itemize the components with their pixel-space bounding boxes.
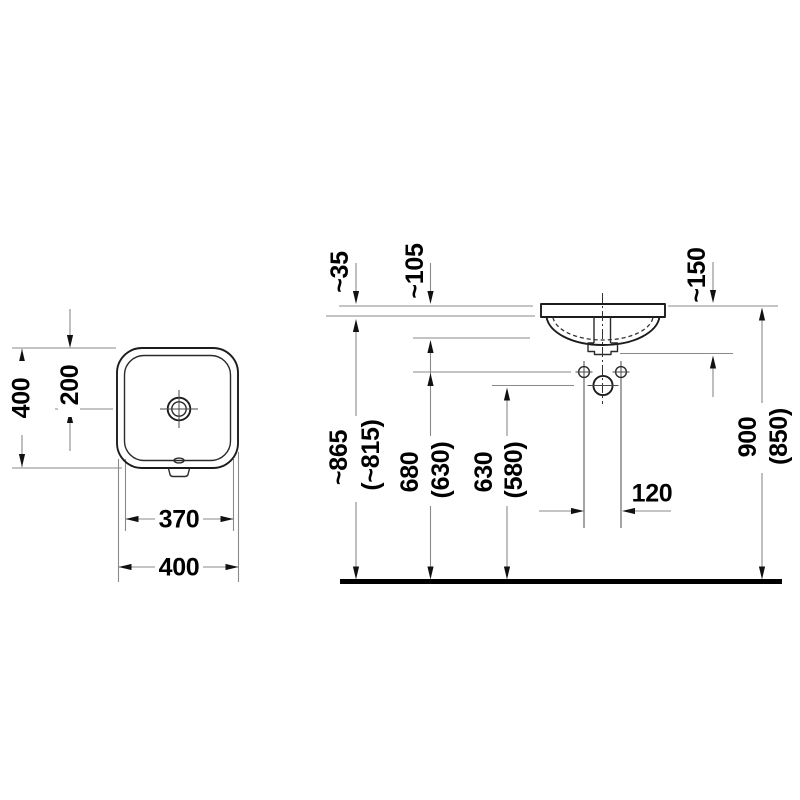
top-view: 400 200 370 400: [7, 309, 240, 582]
overflow-slot: [173, 457, 185, 464]
arrowhead: [352, 319, 360, 332]
dim-label-fixing-height: 680: [396, 452, 424, 493]
arrowhead: [225, 563, 239, 571]
dim-label-fixing-spacing: 120: [632, 479, 673, 507]
arrowhead: [427, 291, 434, 304]
arrowhead: [18, 454, 26, 467]
bowl-outline: [545, 316, 661, 346]
arrowhead: [709, 290, 717, 303]
drain-tailpiece: [593, 317, 612, 343]
dim-label-fixing-height-alt: (630): [427, 442, 455, 499]
dim-label-waste-height-alt: (580): [500, 442, 528, 499]
front-view: ~35 ~105 ~150 ~865 (~815) 680 (630) 630 …: [324, 243, 793, 584]
drain-crosshair: [160, 390, 198, 428]
arrowhead: [352, 291, 360, 304]
arrowhead: [220, 515, 234, 523]
arrowhead: [503, 387, 511, 401]
basin-inner-contour: [123, 354, 232, 462]
extension-line: [117, 452, 240, 582]
overflow-tab: [167, 468, 191, 478]
dim-label-counter-height-alt: (~815): [357, 419, 385, 490]
label-mask: [155, 553, 203, 580]
label-mask: [470, 436, 528, 506]
arrowhead: [758, 307, 766, 321]
label-mask: [324, 416, 387, 502]
label-mask: [396, 436, 454, 506]
basin-outer-contour: [116, 347, 239, 469]
arrowhead: [427, 373, 434, 386]
dim-label-basin-depth: ~105: [401, 243, 429, 299]
label-mask: [58, 353, 80, 417]
arrowhead: [427, 566, 434, 580]
fixing-hole-extension-lines: [583, 361, 622, 528]
dim-label-overall-depth: 400: [7, 378, 35, 419]
dim-label-outlet-drop: ~150: [683, 247, 711, 302]
arrowhead: [709, 355, 717, 369]
dim-label-rim-height: 900: [734, 417, 762, 458]
dim-label-waste-height: 630: [470, 452, 498, 493]
label-mask: [9, 361, 32, 435]
dim-label-counter-height: ~865: [325, 430, 353, 486]
dim-label-rim-height-alt: (850): [765, 408, 793, 465]
arrowhead: [622, 507, 635, 515]
bowl-hidden-contour: [552, 317, 654, 341]
arrowhead: [125, 515, 139, 523]
arrowhead: [66, 335, 74, 348]
basin-rim: [540, 303, 666, 318]
label-mask: [155, 505, 203, 532]
arrowhead: [18, 349, 26, 362]
label-mask: [733, 403, 792, 473]
arrowhead: [503, 566, 511, 580]
arrowhead: [427, 340, 434, 353]
arrowhead: [118, 563, 132, 571]
dim-label-drain-offset: 200: [56, 365, 84, 406]
dim-label-basin-width: 370: [159, 505, 200, 533]
arrowhead: [571, 507, 584, 515]
dim-label-rim-above-counter: ~35: [326, 251, 354, 293]
dim-label-overall-width: 400: [159, 553, 200, 581]
arrowhead: [352, 566, 360, 580]
arrowhead: [758, 566, 766, 580]
